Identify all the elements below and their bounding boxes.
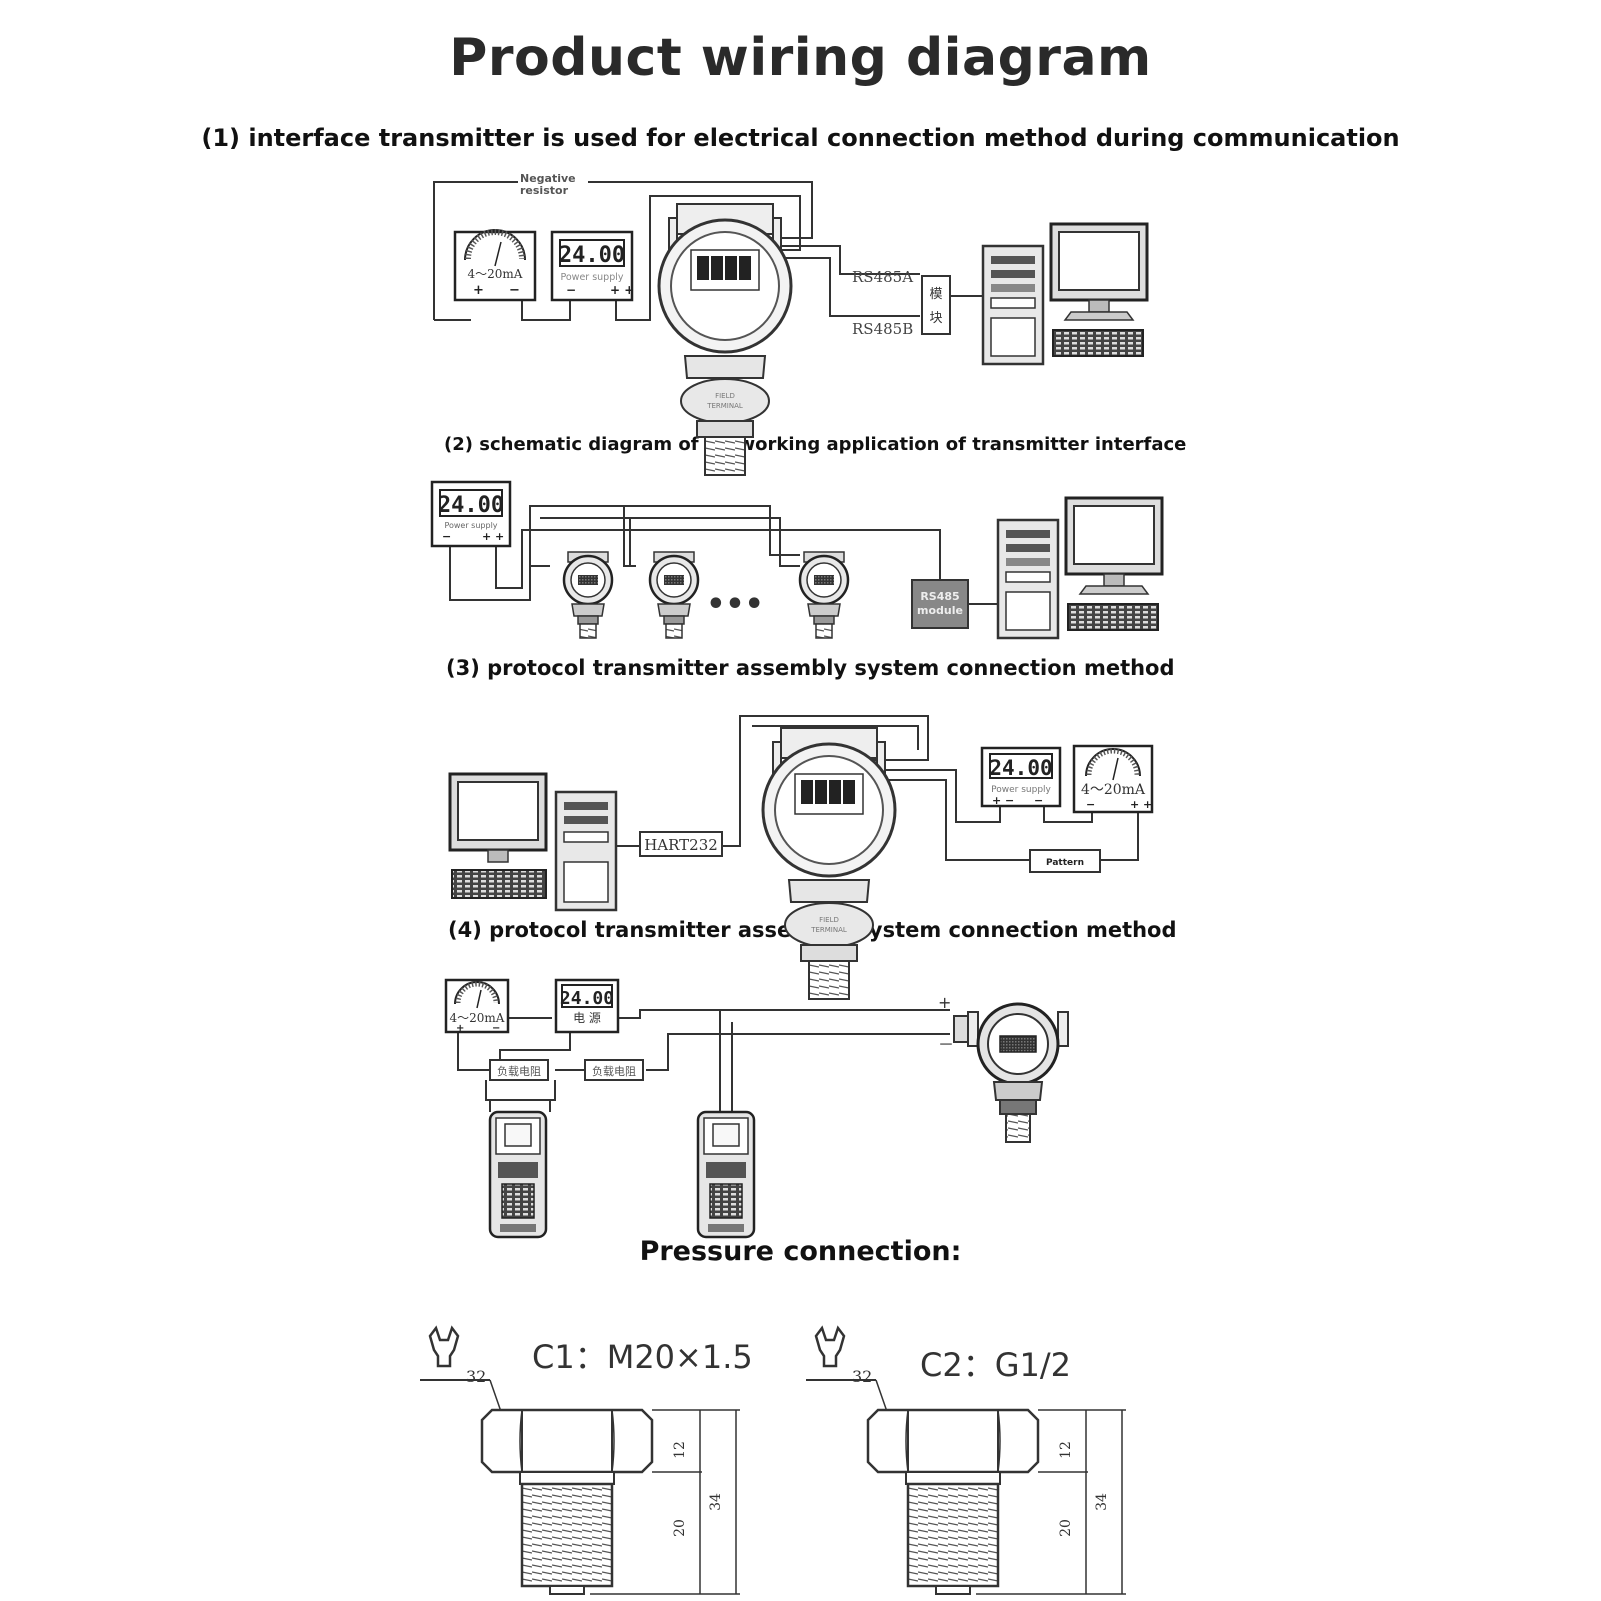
module-label-1: 模 <box>929 287 942 302</box>
fitting-c2 <box>866 1408 1040 1596</box>
dim-12-c2: 12 <box>1058 1441 1074 1459</box>
power-supply-label-3: Power supply <box>991 785 1051 795</box>
ammeter-range-label: 4～20mA <box>468 267 523 281</box>
section-3-heading: (3) protocol transmitter assembly system… <box>446 656 1175 680</box>
pressure-transmitter-icon: FIELD TERMINAL <box>657 202 793 477</box>
module-box: 模 块 <box>921 275 951 335</box>
svg-text:+ +: + + <box>610 283 634 297</box>
transmitter-label-3b: TERMINAL <box>810 926 847 934</box>
power-supply-box-4: 24.00 电 源 <box>554 978 620 1034</box>
load-resistor-1: 负载电阻 <box>489 1059 549 1081</box>
pressure-connection-heading: Pressure connection: <box>639 1236 962 1267</box>
dimension-lines-c2 <box>976 1409 1126 1595</box>
svg-text:+ +: + + <box>1130 798 1152 811</box>
plus-terminal-label: + <box>938 993 951 1012</box>
diagram-3: HART232 FIELD TERMINAL 24.00 Power suppl… <box>448 715 1152 1001</box>
ammeter-range-label-3: 4～20mA <box>1081 782 1146 798</box>
hart-communicator-icon-2 <box>696 1110 756 1239</box>
transmitter-icon-1 <box>562 550 614 640</box>
svg-text:+ −: + − <box>992 794 1014 807</box>
pattern-label: Pattern <box>1046 858 1084 868</box>
load-resistor-label-2: 负载电阻 <box>592 1064 636 1078</box>
wrench-size-c1: 32 <box>466 1367 486 1386</box>
hart-communicator-icon-1 <box>488 1110 548 1239</box>
load-resistor-label-1: 负载电阻 <box>497 1064 541 1078</box>
c1-spec-label: C1：M20×1.5 <box>532 1338 753 1376</box>
pressure-transmitter-icon-4 <box>953 1002 1069 1143</box>
section-1-heading: (1) interface transmitter is used for el… <box>201 124 1400 152</box>
svg-text:+ +: + + <box>482 530 504 543</box>
power-supply-display-3: 24.00 <box>989 756 1052 780</box>
wrench-icon-c1 <box>428 1326 460 1368</box>
power-supply-box-2: 24.00 Power supply − + + <box>430 480 512 548</box>
dim-34-c2: 34 <box>1094 1493 1110 1511</box>
power-supply-label: Power supply <box>560 272 623 283</box>
rs485-module-label-2: module <box>917 604 963 617</box>
svg-text:+: + <box>456 1023 464 1034</box>
ammeter-icon: 4～20mA + − <box>453 229 537 302</box>
wrench-icon-c2 <box>814 1326 846 1368</box>
dim-20-c1: 20 <box>672 1519 688 1537</box>
transmitter-label-2: TERMINAL <box>706 402 743 410</box>
pressure-connection: 32 C1：M20×1.5 12 20 34 32 C2：G1/2 12 20 … <box>420 1326 1126 1596</box>
power-supply-display: 24.00 <box>559 243 625 268</box>
fitting-c1 <box>480 1408 654 1596</box>
svg-text:+: + <box>473 283 484 298</box>
diagram-2: 24.00 Power supply − + + ••• RS485 modul… <box>430 480 1164 640</box>
power-supply-label-2: Power supply <box>444 521 497 530</box>
svg-text:−: − <box>1086 798 1095 811</box>
rs485-module-box: RS485 module <box>911 579 969 629</box>
ammeter-icon-4: 4～20mA + − <box>444 978 510 1034</box>
negative-resistor-label-2: resistor <box>520 184 569 197</box>
ammeter-icon-3: 4～20mA − + + <box>1074 746 1152 812</box>
dim-20-c2: 20 <box>1058 1519 1074 1537</box>
svg-text:−: − <box>509 283 520 298</box>
power-supply-display-2: 24.00 <box>438 493 504 518</box>
transmitter-label-3a: FIELD <box>819 916 839 924</box>
dimension-lines-c1 <box>590 1409 740 1595</box>
diagram-1: Negative resistor 4～20mA + − 24.00 Power… <box>433 170 1149 477</box>
power-supply-box: 24.00 Power supply − + + <box>550 230 634 302</box>
rs485b-label: RS485B <box>852 320 913 338</box>
computer-icon <box>981 222 1149 366</box>
computer-icon-3 <box>448 772 618 912</box>
computer-icon-2 <box>996 496 1164 640</box>
dim-12-c1: 12 <box>672 1441 688 1459</box>
page-title: Product wiring diagram <box>449 28 1152 88</box>
rs485a-label: RS485A <box>852 268 913 286</box>
diagram-4: 4～20mA + − 24.00 电 源 负载电阻 负载电阻 + － <box>444 978 1069 1239</box>
svg-text:−: − <box>492 1023 500 1034</box>
hart232-box: HART232 <box>639 831 723 857</box>
power-supply-label-4: 电 源 <box>573 1011 601 1025</box>
ammeter-range-label-4: 4～20mA <box>450 1011 505 1025</box>
wrench-size-c2: 32 <box>852 1367 872 1386</box>
svg-text:−: − <box>566 283 576 297</box>
module-label-2: 块 <box>929 311 942 326</box>
more-transmitters-ellipsis: ••• <box>706 587 764 622</box>
load-resistor-2: 负载电阻 <box>584 1059 644 1081</box>
rs485-module-label-1: RS485 <box>920 590 959 603</box>
pressure-transmitter-icon-3: FIELD TERMINAL <box>761 726 897 1001</box>
power-supply-box-3: 24.00 Power supply + − − <box>980 746 1062 808</box>
negative-resistor-label-1: Negative <box>520 172 576 185</box>
svg-text:−: − <box>1034 794 1043 807</box>
c2-spec-label: C2：G1/2 <box>920 1346 1071 1384</box>
dim-34-c1: 34 <box>708 1493 724 1511</box>
minus-terminal-label: － <box>938 1035 954 1054</box>
svg-text:−: − <box>442 530 451 543</box>
pattern-box: Pattern <box>1029 849 1101 873</box>
transmitter-icon-2 <box>648 550 700 640</box>
transmitter-icon-3 <box>798 550 850 640</box>
power-supply-display-4: 24.00 <box>560 988 614 1009</box>
transmitter-label-1: FIELD <box>715 392 735 400</box>
negative-resistor-label-bg <box>518 170 588 200</box>
hart232-label: HART232 <box>644 836 718 854</box>
section-2-heading: (2) schematic diagram of networking appl… <box>444 434 1187 455</box>
